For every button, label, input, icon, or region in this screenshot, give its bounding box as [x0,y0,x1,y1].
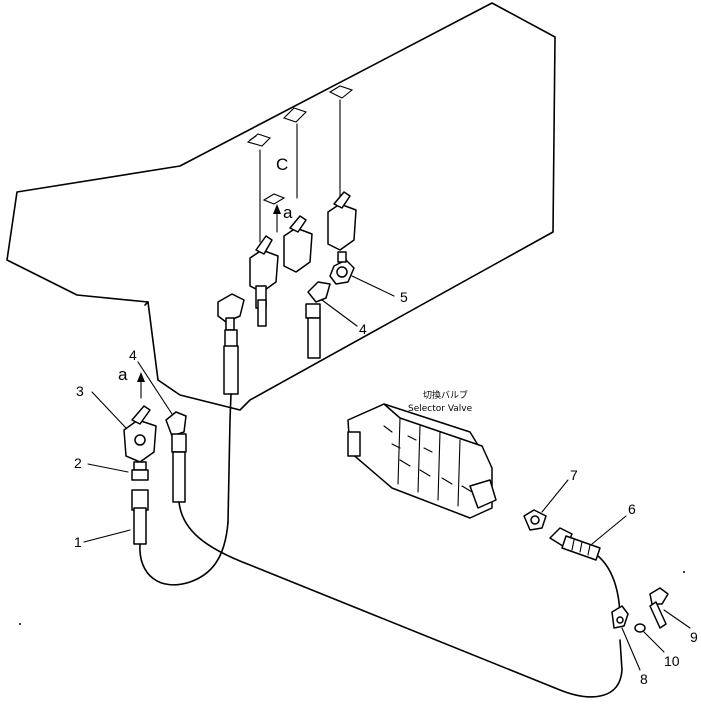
dot-mark [19,623,21,625]
connector-7 [523,509,547,531]
hose-6 [549,527,601,561]
hose-1 [131,489,149,545]
leader-10 [643,631,665,653]
leader-3 [91,391,127,429]
callout-9: 9 [690,629,698,645]
upper-valve-right [327,191,357,251]
mounting-plate-mid [282,107,308,123]
hose-route-upper [227,393,232,523]
fitting-2 [131,461,149,481]
arrow-a-lower-label: a [118,365,128,384]
arrow-a-upper-label: a [283,203,293,222]
callout-7: 7 [570,467,578,483]
tee-connector-5 [329,251,355,285]
callout-6: 6 [628,501,636,517]
leader-9 [663,609,691,629]
callout-4-lower: 4 [129,347,137,363]
callout-1: 1 [74,534,82,550]
leader-4-upper [321,299,358,327]
callout-10: 10 [664,653,680,669]
clamp-8 [611,605,629,629]
elbow-4-upper [305,281,331,359]
mounting-plate-left [246,133,272,147]
leader-1 [83,529,131,543]
leader-2 [87,463,129,473]
upper-valve-mid [283,215,313,273]
callout-2: 2 [74,455,82,471]
panel-outline [6,2,556,411]
callout-8: 8 [640,671,648,687]
upper-hose [223,329,239,395]
leader-6 [591,515,627,545]
mounting-plate-right [328,85,354,99]
upper-valve-left [249,235,279,327]
callout-5: 5 [400,289,408,305]
leader-4-lower [137,361,173,415]
hose-lower-right [171,433,187,503]
selector-valve [347,403,497,519]
leader-7 [541,479,569,513]
callout-3: 3 [76,383,84,399]
upper-elbow-fitting [217,293,245,331]
valve-3 [123,405,157,463]
view-c-label: C [276,155,288,174]
hose-route-main [178,501,623,698]
arrow-a-lower [137,372,145,399]
washer-10 [634,623,646,633]
hose-route-loop [139,521,229,586]
mounting-plate-lower [262,193,286,205]
callout-4-upper: 4 [359,321,367,337]
leader-5 [351,275,395,297]
panel-ridge [144,301,149,306]
dot-mark [683,571,685,573]
arrow-a-upper [273,204,281,233]
bolt-9 [649,587,669,629]
leader-8 [621,627,641,671]
selector-valve-label-jp: 切換バルブ [423,389,468,401]
selector-valve-label-en: Selector Valve [408,404,473,414]
elbow-4-lower [165,411,187,437]
